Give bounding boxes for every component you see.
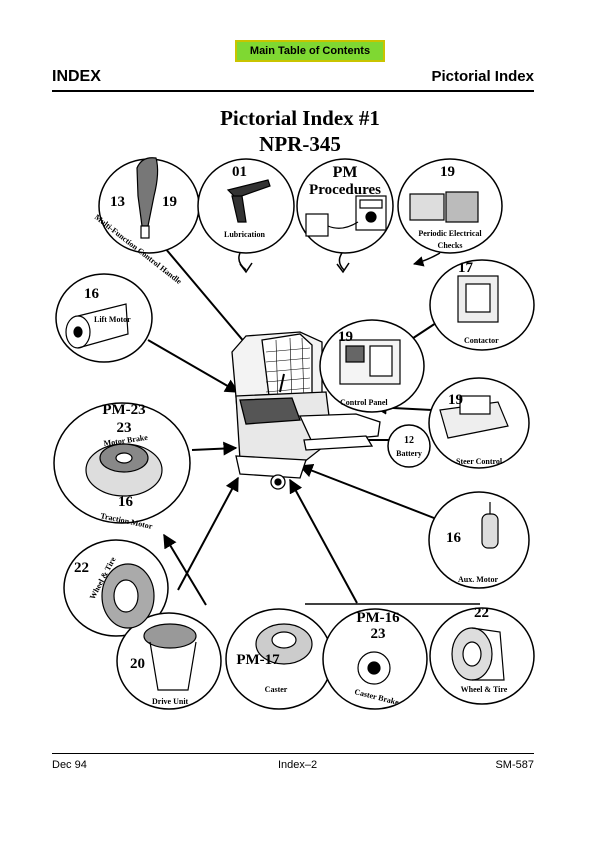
footer-rule [52,753,534,754]
main-table-of-contents-button[interactable]: Main Table of Contents [235,40,385,62]
part-sketches [65,157,509,691]
traction-num-a: 23 [117,420,132,436]
page-heading: Pictorial Index [431,68,534,85]
lift-motor-num: 16 [84,286,100,302]
periodic-num: 19 [440,164,455,180]
control-panel-label: Control Panel [340,398,388,407]
contactor-label: Contactor [464,336,499,345]
caster-brake-num: 23 [371,626,386,642]
lubrication-num: 01 [232,164,247,180]
periodic-line2: Checks [438,241,463,250]
footer-date: Dec 94 [52,759,87,771]
periodic-line1: Periodic Electrical [418,229,482,238]
battery-num: 12 [404,435,414,446]
caster-brake-pm: PM-16 [356,610,400,626]
control-panel-num: 19 [338,329,353,345]
handle-num-a: 13 [110,194,125,210]
wheel-left-num: 22 [74,560,89,576]
footer-doc-number: SM-587 [495,759,534,771]
steer-control-num: 19 [448,392,463,408]
model-title: NPR-345 [259,132,341,156]
section-heading: INDEX [52,68,101,85]
caster-label: Caster [265,685,288,694]
callout-pointers [238,252,441,274]
aux-motor-num: 16 [446,530,462,546]
page-title: Pictorial Index #1 [220,106,380,130]
caster-pm: PM-17 [236,652,280,668]
steer-control-label: Steer Control [456,457,503,466]
pallet-truck-illustration [231,331,381,490]
handle-num-b: 19 [162,194,177,210]
drive-unit-label: Drive Unit [152,697,189,706]
pm-line2: Procedures [309,182,381,198]
wheel-right-label: Wheel & Tire [461,685,508,694]
wheel-right-num: 22 [474,605,489,621]
lubrication-label: Lubrication [224,230,265,239]
traction-pm: PM-23 [102,402,145,418]
header-rule [52,90,534,92]
footer-page-number: Index–2 [278,759,318,771]
lift-motor-label: Lift Motor [94,315,131,324]
traction-num-b: 16 [118,494,134,510]
aux-motor-label: Aux. Motor [458,575,498,584]
pm-line1: PM [333,164,358,181]
drive-unit-num: 20 [130,656,145,672]
battery-label: Battery [396,449,422,458]
contactor-num: 17 [458,260,474,276]
